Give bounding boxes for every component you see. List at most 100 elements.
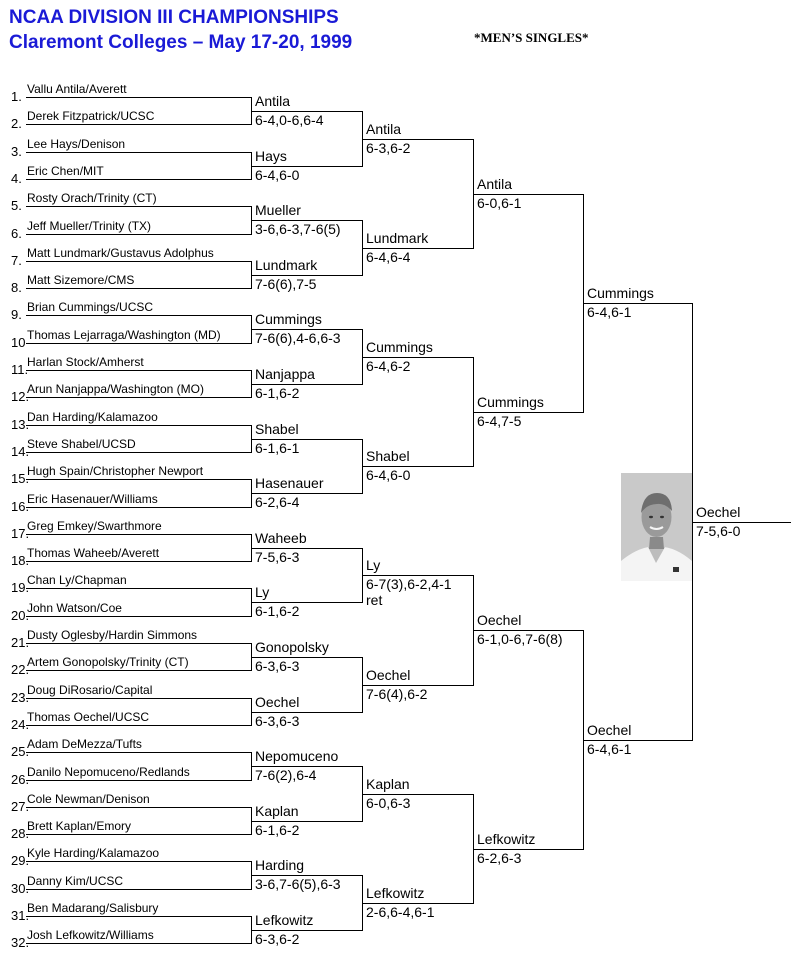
match-score: 7-6(6),4-6,6-3 <box>255 330 341 346</box>
bracket-line <box>692 522 791 523</box>
bracket-line <box>26 834 252 835</box>
match-score: 6-3,6-2 <box>366 140 411 156</box>
match-score: 6-0,6-3 <box>366 795 411 811</box>
match-score: 6-4,6-1 <box>587 741 632 757</box>
bracket-line <box>26 780 252 781</box>
player-name: Brian Cummings/UCSC <box>27 300 154 314</box>
winner-name: Cummings <box>587 285 654 301</box>
bracket-line <box>362 794 474 795</box>
winner-name: Cummings <box>255 311 322 327</box>
bracket-line <box>26 616 252 617</box>
seed-number: 15. <box>11 471 30 486</box>
seed-number: 18. <box>11 553 30 568</box>
winner-name: Lundmark <box>366 230 429 246</box>
seed-number: 5. <box>11 198 22 213</box>
player-name: Doug DiRosario/Capital <box>27 683 153 697</box>
seed-number: 24. <box>11 717 30 732</box>
match-score: 6-1,6-1 <box>255 440 300 456</box>
match-score: 6-4,6-2 <box>366 358 411 374</box>
seed-number: 6. <box>11 226 22 241</box>
bracket-line <box>362 903 474 904</box>
winner-name: Hays <box>255 148 287 164</box>
match-score: 6-4,6-0 <box>255 167 300 183</box>
bracket-line <box>251 329 363 330</box>
bracket-line <box>26 124 252 125</box>
bracket-line <box>26 507 252 508</box>
match-score: 6-4,6-1 <box>587 304 632 320</box>
winner-name: Hasenauer <box>255 475 324 491</box>
winner-name: Lefkowitz <box>477 831 536 847</box>
seed-number: 17. <box>11 526 30 541</box>
match-score: 6-7(3),6-2,4-1 <box>366 576 452 592</box>
bracket-line <box>26 752 252 753</box>
page-subtitle: Claremont Colleges – May 17-20, 1999 <box>9 32 353 53</box>
seed-number: 21. <box>11 635 30 650</box>
bracket-line <box>251 220 363 221</box>
bracket-line <box>26 234 252 235</box>
bracket-line <box>26 561 252 562</box>
player-name: Eric Chen/MIT <box>27 164 104 178</box>
winner-name: Oechel <box>477 612 522 628</box>
seed-number: 7. <box>11 253 22 268</box>
player-name: Derek Fitzpatrick/UCSC <box>27 109 155 123</box>
player-name: Arun Nanjappa/Washington (MO) <box>27 382 204 396</box>
player-name: Chan Ly/Chapman <box>27 573 127 587</box>
winner-name: Lundmark <box>255 257 318 273</box>
player-name: Hugh Spain/Christopher Newport <box>27 464 204 478</box>
bracket-line <box>251 930 363 931</box>
winner-name: Ly <box>255 584 270 600</box>
seed-number: 29. <box>11 853 30 868</box>
seed-number: 13. <box>11 417 30 432</box>
match-score: 6-4,6-0 <box>366 467 411 483</box>
bracket-line <box>362 466 474 467</box>
winner-name: Oechel <box>366 667 411 683</box>
bracket-line <box>473 849 584 850</box>
bracket-line <box>251 766 363 767</box>
player-name: Danilo Nepomuceno/Redlands <box>27 765 190 779</box>
bracket-line <box>26 397 252 398</box>
player-name: Adam DeMezza/Tufts <box>27 737 142 751</box>
bracket-line <box>26 807 252 808</box>
player-name: Steve Shabel/UCSD <box>27 437 136 451</box>
seed-number: 4. <box>11 171 22 186</box>
match-score: 7-6(6),7-5 <box>255 276 317 292</box>
player-name: Artem Gonopolsky/Trinity (CT) <box>27 655 189 669</box>
match-score: 6-3,6-3 <box>255 713 300 729</box>
bracket-line <box>26 288 252 289</box>
bracket-line <box>251 275 363 276</box>
player-name: Matt Sizemore/CMS <box>27 273 135 287</box>
player-name: Thomas Oechel/UCSC <box>27 710 150 724</box>
bracket-line <box>583 740 693 741</box>
winner-name: Cummings <box>477 394 544 410</box>
bracket-line <box>362 139 474 140</box>
bracket-line <box>473 194 584 195</box>
winner-name: Kaplan <box>255 803 299 819</box>
winner-name: Antila <box>477 176 513 192</box>
seed-number: 30. <box>11 881 30 896</box>
bracket-line <box>251 821 363 822</box>
player-name: Jeff Mueller/Trinity (TX) <box>27 219 152 233</box>
bracket-line <box>26 452 252 453</box>
seed-number: 27. <box>11 799 30 814</box>
winner-name: Nanjappa <box>255 366 315 382</box>
match-score: 6-3,6-2 <box>255 931 300 947</box>
winner-name: Gonopolsky <box>255 639 329 655</box>
seed-number: 16. <box>11 499 30 514</box>
player-name: Dusty Oglesby/Hardin Simmons <box>27 628 198 642</box>
match-score: 6-1,6-2 <box>255 385 300 401</box>
bracket-line <box>362 357 474 358</box>
bracket-line <box>26 889 252 890</box>
bracket-line <box>251 166 363 167</box>
winner-name: Oechel <box>696 504 741 520</box>
seed-number: 1. <box>11 89 22 104</box>
seed-number: 25. <box>11 744 30 759</box>
player-name: Greg Emkey/Swarthmore <box>27 519 162 533</box>
match-score: 7-6(2),6-4 <box>255 767 317 783</box>
match-score: 6-1,6-2 <box>255 822 300 838</box>
seed-number: 12. <box>11 389 30 404</box>
bracket-line <box>26 152 252 153</box>
bracket-line <box>251 602 363 603</box>
bracket-line <box>251 657 363 658</box>
bracket-line <box>26 861 252 862</box>
seed-number: 26. <box>11 772 30 787</box>
